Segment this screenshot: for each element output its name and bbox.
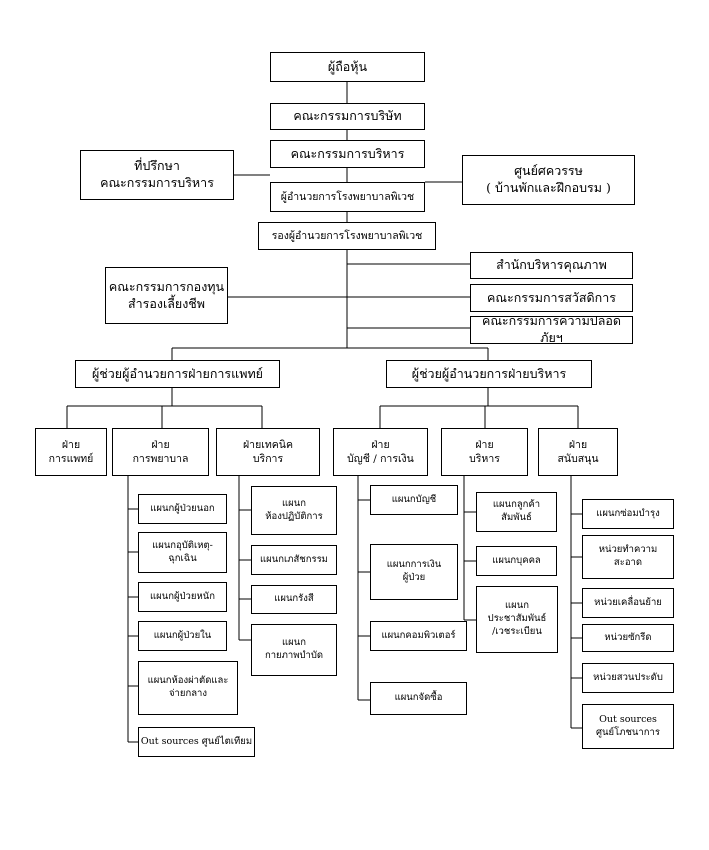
quality-office-box: สำนักบริหารคุณภาพ (470, 252, 633, 279)
unit-pharmacy-box: แผนกเภสัชกรรม (251, 545, 337, 575)
unit-purchasing-box: แผนกจัดซื้อ (370, 682, 467, 715)
provident-fund-box: คณะกรรมการกองทุน สำรองเลี้ยงชีพ (105, 267, 228, 324)
unit-laundry-box: หน่วยซักรีด (582, 624, 674, 652)
unit-personnel-box: แผนกบุคคล (476, 546, 557, 576)
unit-customer-relations-box: แผนกลูกค้า สัมพันธ์ (476, 492, 557, 532)
unit-radiology-box: แผนกรังสี (251, 585, 337, 614)
dept-medical-box: ฝ่าย การแพทย์ (35, 428, 107, 476)
dept-technical-box: ฝ่ายเทคนิค บริการ (216, 428, 320, 476)
dept-support-box: ฝ่าย สนับสนุน (538, 428, 618, 476)
unit-accounting-box: แผนกบัญชี (370, 485, 458, 515)
unit-transport-box: หน่วยเคลื่อนย้าย (582, 588, 674, 618)
welfare-committee-box: คณะกรรมการสวัสดิการ (470, 284, 633, 312)
dept-accounting-box: ฝ่าย บัญชี / การเงิน (333, 428, 428, 476)
dept-administration-box: ฝ่าย บริหาร (441, 428, 528, 476)
wellness-center-box: ศูนย์ศควรรษ ( บ้านพักและฝึกอบรม ) (462, 155, 635, 205)
advisor-box: ที่ปรึกษา คณะกรรมการบริหาร (80, 150, 234, 200)
unit-maintenance-box: แผนกซ่อมบำรุง (582, 499, 674, 529)
unit-inpatient-box: แผนกผู้ป่วยใน (138, 621, 227, 651)
unit-icu-box: แผนกผู้ป่วยหนัก (138, 582, 227, 612)
unit-dialysis-outsource-box: Out sources ศูนย์ไตเทียม (138, 727, 255, 757)
unit-outpatient-box: แผนกผู้ป่วยนอก (138, 494, 227, 524)
unit-pr-records-box: แผนก ประชาสัมพันธ์ /เวชระเบียน (476, 586, 558, 653)
unit-laboratory-box: แผนก ห้องปฏิบัติการ (251, 486, 337, 535)
dept-nursing-box: ฝ่าย การพยาบาล (112, 428, 209, 476)
unit-emergency-box: แผนกอุบัติเหตุ- ฉุกเฉิน (138, 532, 227, 573)
safety-committee-box: คณะกรรมการความปลอดภัยฯ (470, 316, 633, 344)
board-of-directors-box: คณะกรรมการบริษัท (270, 103, 425, 130)
unit-computer-box: แผนกคอมพิวเตอร์ (370, 621, 467, 651)
unit-patient-finance-box: แผนกการเงิน ผู้ป่วย (370, 544, 458, 600)
hospital-director-box: ผู้อำนวยการโรงพยาบาลพิเวช (270, 182, 425, 212)
asst-director-admin-box: ผู้ช่วยผู้อำนวยการฝ่ายบริหาร (386, 360, 592, 388)
deputy-director-box: รองผู้อำนวยการโรงพยาบาลพิเวช (258, 222, 436, 250)
executive-committee-box: คณะกรรมการบริหาร (270, 140, 425, 168)
unit-physiotherapy-box: แผนก กายภาพบำบัด (251, 624, 337, 676)
unit-garden-box: หน่วยสวนประดับ (582, 663, 674, 693)
unit-operating-room-box: แผนกห้องผ่าตัดและ จ่ายกลาง (138, 661, 238, 715)
asst-director-medical-box: ผู้ช่วยผู้อำนวยการฝ่ายการแพทย์ (75, 360, 280, 388)
unit-cleaning-box: หน่วยทำความ สะอาด (582, 535, 674, 579)
unit-nutrition-outsource-box: Out sources ศูนย์โภชนาการ (582, 704, 674, 749)
shareholders-box: ผู้ถือหุ้น (270, 52, 425, 82)
